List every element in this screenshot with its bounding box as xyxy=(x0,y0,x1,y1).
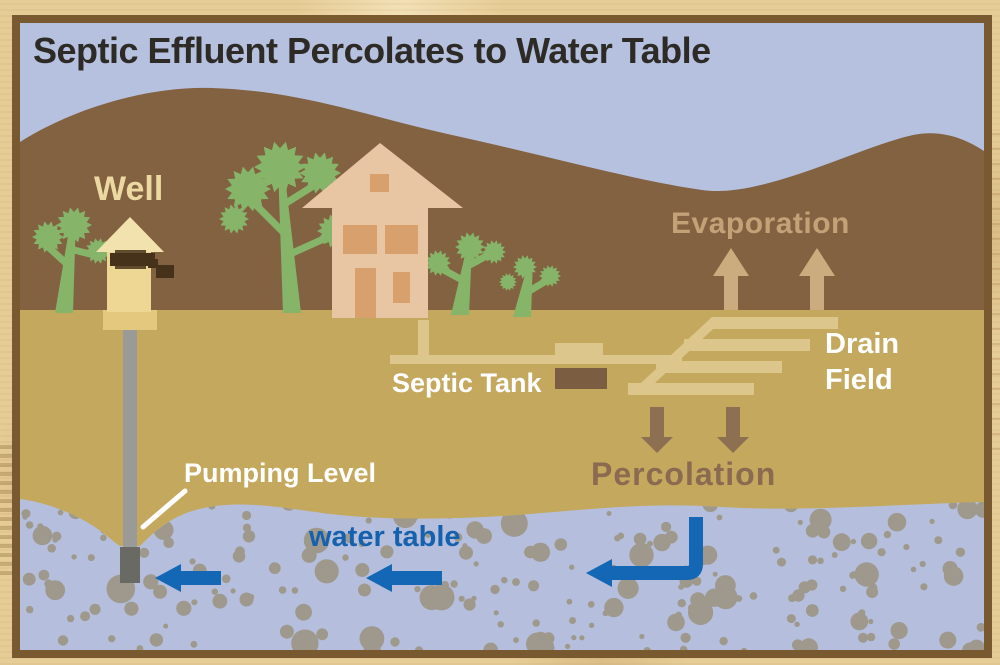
diagram-title: Septic Effluent Percolates to Water Tabl… xyxy=(33,30,711,71)
left-arrow-icon xyxy=(366,564,442,592)
house-door xyxy=(355,268,376,318)
drain-field-label-line1: Drain xyxy=(825,328,900,360)
house-sewer-pipe xyxy=(418,320,429,360)
pumping-level-label: Pumping Level xyxy=(184,458,377,488)
percolation-label: Percolation xyxy=(591,456,777,492)
left-arrow-icon xyxy=(155,564,221,592)
groundwater-flow-arrows xyxy=(155,564,442,592)
water-table-label: water table xyxy=(309,521,461,553)
hillside xyxy=(20,87,984,313)
gravel-pebbles xyxy=(21,499,984,650)
sewer-pipe xyxy=(390,355,682,364)
septic-tank-lid xyxy=(555,343,603,355)
pumping-level-pointer-line xyxy=(140,488,188,530)
percolation-down-arrow-icon xyxy=(641,407,749,453)
well-pipe xyxy=(123,323,137,581)
map-texture-marks xyxy=(0,445,13,575)
well-pump-intake xyxy=(120,547,140,583)
septic-system xyxy=(390,320,682,389)
well-label: Well xyxy=(94,170,164,208)
scene-illustration xyxy=(20,23,984,650)
septic-tank-box xyxy=(555,368,607,389)
well-structure xyxy=(96,217,174,330)
trees xyxy=(32,141,561,317)
house-windows xyxy=(343,174,418,318)
well-roof xyxy=(96,217,164,252)
diagram-frame: Septic Effluent Percolates to Water Tabl… xyxy=(12,15,992,658)
map-contour-lines xyxy=(991,130,1000,450)
septic-tank-label: Septic Tank xyxy=(392,368,542,398)
evaporation-up-arrow-icon xyxy=(713,248,835,310)
well-crank-icon xyxy=(110,250,174,278)
house xyxy=(302,143,463,318)
drain-field-label-line2: Field xyxy=(825,364,893,396)
percolation-elbow-arrow-icon xyxy=(586,517,703,587)
evaporation-label: Evaporation xyxy=(671,207,850,240)
